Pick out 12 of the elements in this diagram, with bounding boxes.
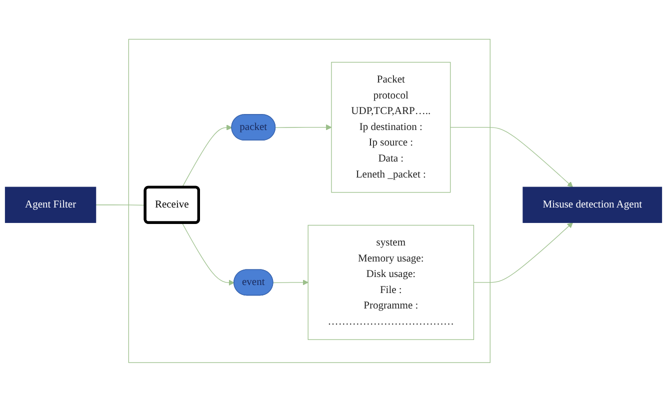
arrow: [182, 222, 234, 286]
cluster: [128, 38, 490, 362]
arrow: [473, 222, 573, 282]
arrow: [272, 279, 308, 285]
node-box: [522, 186, 662, 222]
node-box: [4, 186, 96, 222]
node-box: [308, 224, 474, 340]
connector: [95, 204, 146, 206]
arrow: [275, 124, 332, 130]
node-box: [331, 62, 451, 192]
arrow: [182, 124, 232, 188]
arrow: [450, 126, 573, 187]
